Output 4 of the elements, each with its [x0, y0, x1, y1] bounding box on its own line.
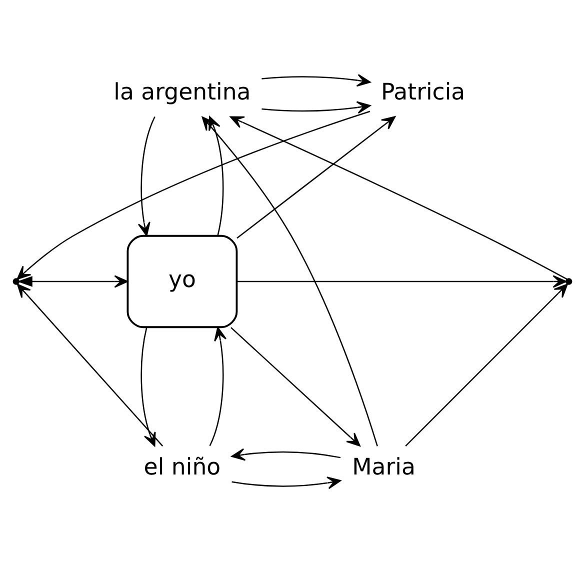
node-text: Patricia	[380, 78, 466, 105]
node-text: Maria	[352, 454, 416, 480]
node-text: la argentina	[114, 78, 251, 105]
node-text: el niño	[144, 454, 221, 480]
